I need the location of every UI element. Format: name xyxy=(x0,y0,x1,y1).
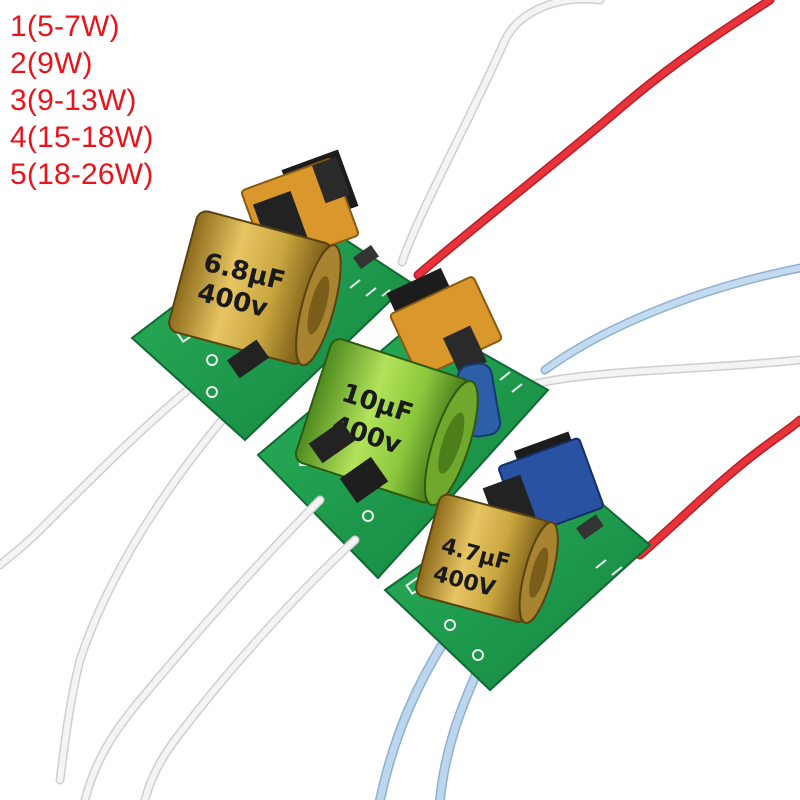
driver-board-1: 6.8μF 400v xyxy=(130,149,412,442)
wires-front xyxy=(80,415,800,800)
option-5: 5(18-26W) xyxy=(10,158,154,191)
transformer xyxy=(386,267,503,378)
smd-component xyxy=(576,514,604,540)
wattage-options: 1(5-7W) 2(9W) 3(9-13W) 4(15-18W) 5(18-26… xyxy=(10,8,154,193)
driver-board-3: 4.7μF 400V xyxy=(383,431,652,692)
option-4: 4(15-18W) xyxy=(10,121,154,154)
electrolytic-capacitor: 4.7μF 400V xyxy=(414,493,559,624)
option-3: 3(9-13W) xyxy=(10,84,137,117)
option-1: 1(5-7W) xyxy=(10,10,120,43)
option-2: 2(9W) xyxy=(10,47,93,80)
transformer xyxy=(482,431,604,537)
driver-board-2: 10μF 400v xyxy=(256,267,550,580)
smd-component xyxy=(308,420,356,464)
electrolytic-capacitor: 6.8μF 400v xyxy=(168,210,342,367)
smd-component xyxy=(226,339,270,379)
electrolytic-capacitor: 10μF 400v xyxy=(294,338,479,507)
